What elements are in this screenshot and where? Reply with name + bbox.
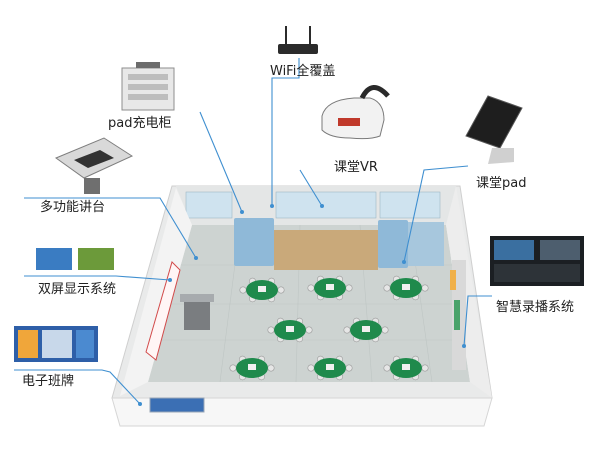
student-table bbox=[229, 355, 275, 381]
podium-icon bbox=[54, 137, 134, 194]
label-pad-cabinet: pad充电柜 bbox=[108, 116, 172, 131]
label-podium: 多功能讲台 bbox=[40, 200, 106, 215]
label-class-board: 电子班牌 bbox=[22, 374, 75, 389]
label-vr: 课堂VR bbox=[334, 160, 378, 175]
label-recording: 智慧录播系统 bbox=[496, 300, 575, 315]
student-table bbox=[383, 275, 429, 301]
recording-panel-icon bbox=[490, 236, 584, 286]
student-table bbox=[307, 355, 353, 381]
student-table bbox=[267, 317, 313, 343]
student-tables bbox=[229, 275, 429, 381]
cabinet-icon bbox=[121, 62, 175, 111]
leader-lines bbox=[14, 58, 492, 406]
student-table bbox=[239, 277, 285, 303]
student-table bbox=[307, 275, 353, 301]
tablet-icon bbox=[465, 95, 523, 164]
class-board-icon bbox=[14, 326, 98, 362]
vr-headset-icon bbox=[321, 85, 390, 140]
label-dual-screen: 双屏显示系统 bbox=[38, 282, 117, 297]
dual-screen-icon bbox=[36, 248, 114, 270]
label-pad: 课堂pad bbox=[476, 176, 527, 191]
router-icon bbox=[278, 26, 318, 54]
student-table bbox=[343, 317, 389, 343]
classroom-room bbox=[111, 185, 493, 427]
label-wifi: WiFi全覆盖 bbox=[270, 64, 336, 79]
student-table bbox=[383, 355, 429, 381]
